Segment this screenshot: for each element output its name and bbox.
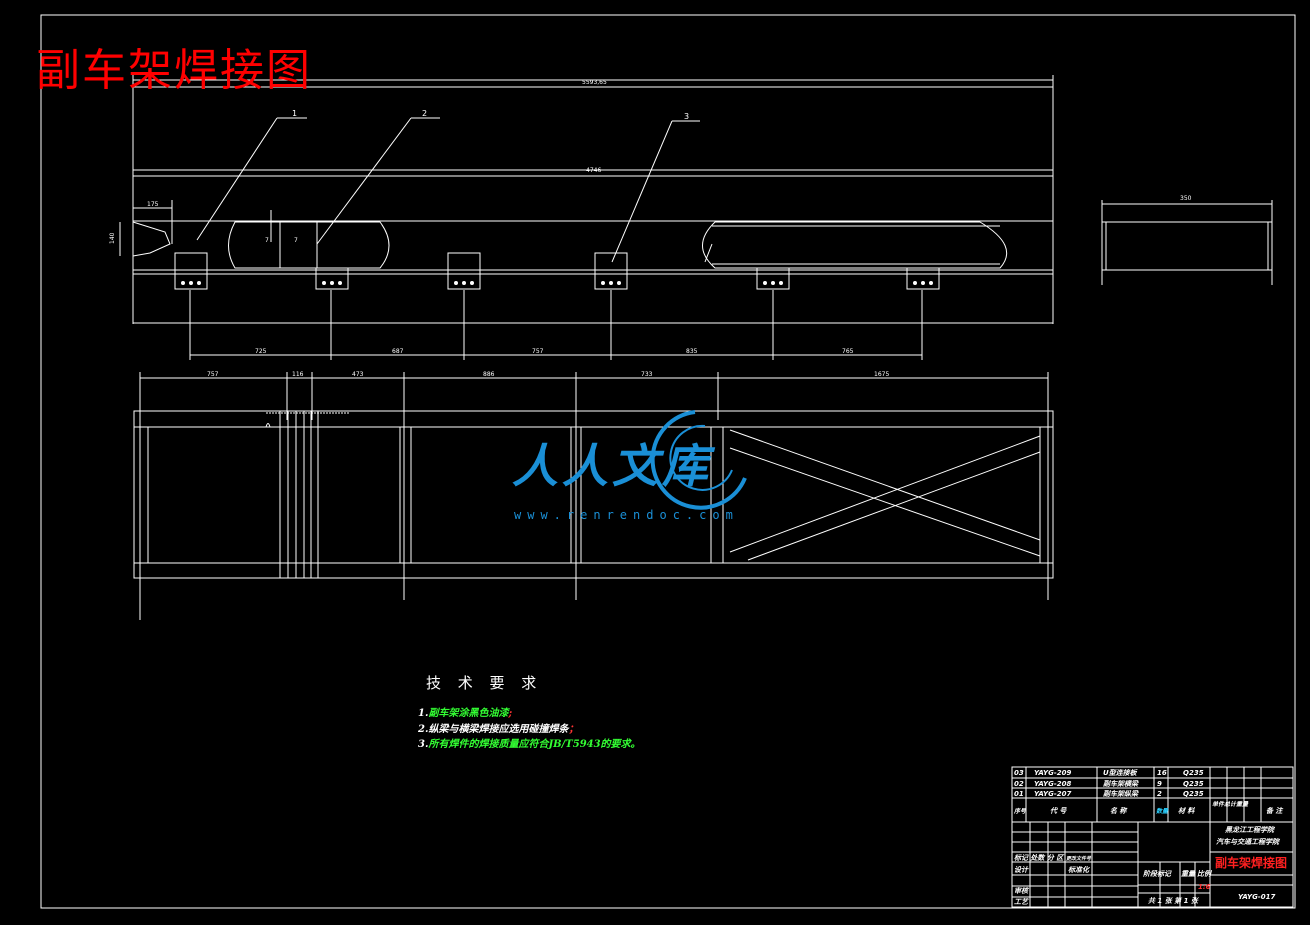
header-code: 代 号 [1050,807,1067,815]
part-3-material: Q235 [1183,769,1204,777]
drawing-frame [40,14,1296,909]
stage-label: 阶段标记 [1143,869,1172,878]
dim-inner: 4746 [586,167,601,174]
process-label: 工艺 [1014,897,1029,906]
part-2-material: Q235 [1183,780,1204,788]
dim-height: 140 [109,232,116,244]
page-title: 副车架焊接图 [36,45,312,96]
dim-box-h: 7 [265,237,269,244]
change-doc-label: 更改文件号 [1066,855,1092,862]
dim-bottom-1: 687 [392,348,404,355]
part-1-name: 副车架纵梁 [1103,789,1139,798]
tech-item-2-tail: ； [568,724,579,735]
tech-item-3: 3.所有焊件的焊接质量应符合JB/T5943的要求。 [418,735,641,750]
watermark-url: www.renrendoc.com [514,508,739,522]
callout-3: 3 [684,112,689,121]
part-2-code: YAYG-208 [1034,780,1071,788]
callout-2: 2 [422,109,427,118]
dim-box-w: 7 [294,237,298,244]
dim-plan-2: 473 [352,371,364,378]
dim-bottom-3: 835 [686,348,698,355]
tech-item-1-text: 副车架涂黑色油漆 [428,708,509,719]
part-3-name: U型连接板 [1103,768,1139,777]
tech-item-1-num: 1. [418,708,429,719]
plan-view [133,372,1054,620]
tech-item-1: 1.副车架涂黑色油漆; [418,704,512,719]
weight-label: 重量 [1181,869,1196,878]
dim-side-width: 350 [1180,195,1192,202]
dim-overall: 5593,65 [582,79,607,86]
header-weight: 单件总计重量 [1212,800,1249,808]
part-1-qty: 2 [1157,790,1162,798]
header-material: 材 料 [1178,806,1195,815]
end-view [1101,200,1273,285]
watermark-logo [650,410,747,510]
u-bracket-row [174,252,940,290]
tech-item-2-num: 2. [418,724,429,735]
tech-item-3-num: 3. [418,739,429,750]
header-seq: 序号 [1013,807,1027,815]
drawing-name: 副车架焊接图 [1215,855,1287,870]
std-label: 标准化 [1068,865,1090,874]
part-1-code: YAYG-207 [1034,790,1071,798]
header-name: 名 称 [1110,806,1128,815]
part-3-seq: 03 [1014,769,1024,777]
dim-bottom-0: 725 [255,348,267,355]
dim-plan-1: 116 [292,371,304,378]
dim-plan-0: 757 [207,371,219,378]
part-3-code: YAYG-209 [1034,769,1071,777]
part-3-qty: 16 [1157,769,1167,777]
tech-item-2-text: 纵梁与横梁焊接应选用碰撞焊条 [428,724,569,735]
drawing-number: YAYG-017 [1238,893,1275,901]
title-block-grid [1011,766,1294,908]
dim-bottom-2: 757 [532,348,544,355]
review-label: 审核 [1014,886,1030,895]
marks-label: 标记 处数 分 区 [1014,853,1065,862]
dim-bottom-4: 765 [842,348,854,355]
school-name: 黑龙江工程学院 [1225,825,1276,834]
part-1-seq: 01 [1014,790,1024,798]
part-2-seq: 02 [1014,780,1024,788]
dim-plan-5: 1675 [874,371,889,378]
part-2-name: 副车架横梁 [1103,779,1139,788]
dim-plan-3: 886 [483,371,495,378]
part-2-qty: 9 [1157,780,1162,788]
header-remark: 备 注 [1266,806,1283,815]
tech-item-1-tail: ; [508,708,513,719]
dim-front: 175 [147,201,159,208]
tech-requirements-heading: 技 术 要 求 [426,674,543,692]
college-name: 汽车与交通工程学院 [1216,837,1281,846]
sheet-count: 共 1 张 第 1 张 [1148,896,1200,905]
side-elevation-view [119,75,1054,360]
watermark-text: 人人文库 [512,439,712,493]
part-1-material: Q235 [1183,790,1204,798]
header-qty: 数量 [1156,807,1169,815]
tech-item-3-text: 所有焊件的焊接质量应符合JB/T5943的要求。 [428,739,641,750]
dim-plan-4: 733 [641,371,653,378]
scale-label: 比例 [1197,869,1213,878]
scale-value: 1:6 [1198,883,1211,891]
design-label: 设计 [1014,865,1029,874]
callout-1: 1 [292,109,297,118]
tech-item-2: 2.纵梁与横梁焊接应选用碰撞焊条； [418,720,578,735]
